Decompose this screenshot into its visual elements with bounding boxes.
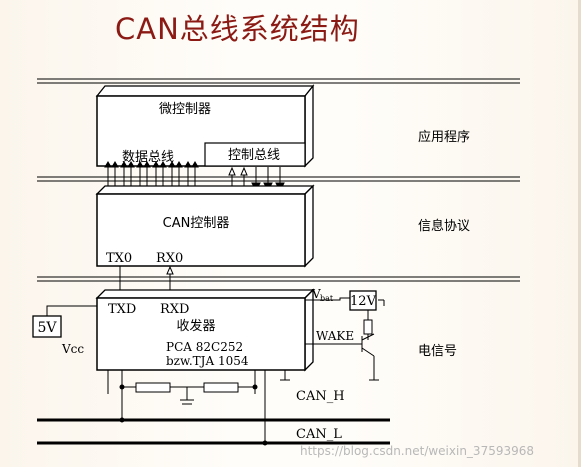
layer-separators (37, 78, 520, 282)
transceiver-block (95, 288, 315, 372)
five-v-label: 5V (37, 320, 57, 336)
vbat-wire (305, 297, 350, 301)
can-controller-block (95, 184, 315, 268)
slide-title: CAN总线系统结构 (115, 12, 360, 46)
rx0-label: RX0 (156, 251, 183, 266)
watermark-text: https://blog.csdn.net/weixin_37593968 (300, 444, 534, 458)
wake-label: WAKE (316, 329, 354, 343)
twelve-v-box (349, 290, 377, 311)
transceiver-model-1: PCA 82C252 (166, 340, 243, 354)
tx0-label: TX0 (106, 251, 132, 266)
vcc-label: Vcc (61, 342, 84, 356)
can-h-label: CAN_H (296, 389, 345, 404)
data-bus-label: 数据总线 (122, 150, 174, 165)
can-controller-label: CAN控制器 (163, 216, 230, 231)
right-border (578, 0, 581, 467)
layer-label-protocol: 信息协议 (418, 218, 470, 234)
rxd-label: RXD (160, 302, 189, 317)
ground-symbol (280, 370, 290, 381)
five-v-wire (46, 305, 97, 316)
microcontroller-block (95, 84, 315, 168)
can-l-label: CAN_L (296, 427, 342, 442)
transceiver-label: 收发器 (176, 318, 215, 334)
termination-network (107, 370, 266, 443)
layer-label-electrical: 电信号 (418, 344, 457, 359)
microcontroller-label: 微控制器 (159, 102, 211, 117)
transceiver-model-2: bzw.TJA 1054 (166, 354, 249, 368)
layer-label-application: 应用程序 (418, 129, 470, 145)
junction-dots (119, 384, 268, 446)
wake-transistor (305, 299, 385, 381)
txd-label: TXD (108, 302, 136, 317)
twelve-v-label: 12V (350, 294, 377, 309)
control-bus-label: 控制总线 (228, 148, 280, 163)
vbat-label: V (311, 287, 321, 301)
vbat-subscript: bat (320, 294, 334, 303)
